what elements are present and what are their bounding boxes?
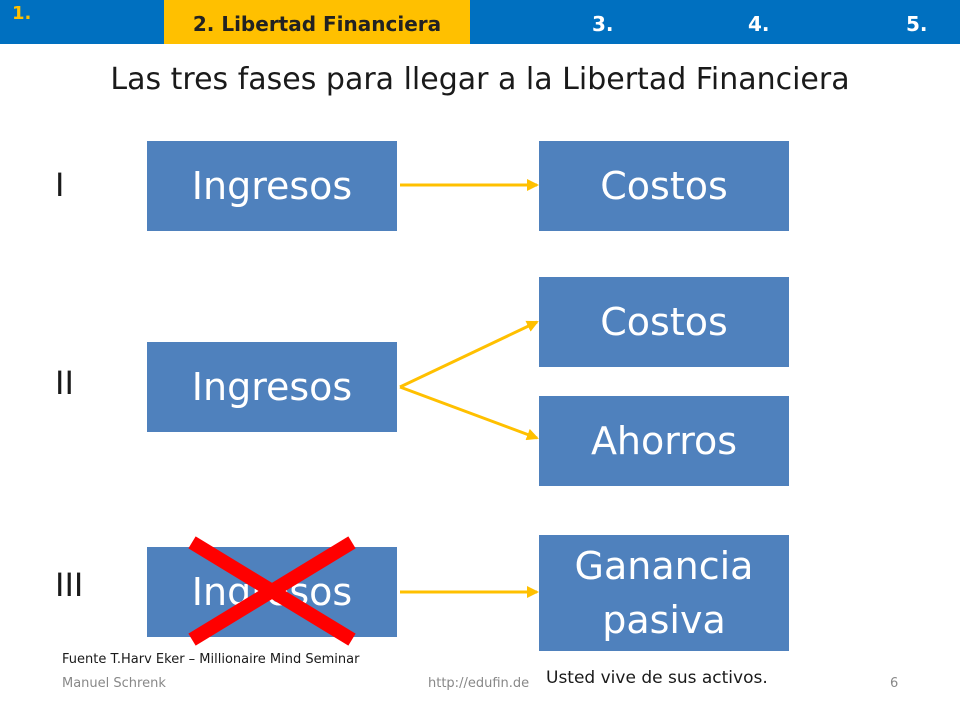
phase-two-savings-text: Ahorros	[590, 419, 738, 463]
phase-three-passive-box: Ganancia pasiva	[539, 535, 789, 651]
nav-item-2-active[interactable]: 2. Libertad Financiera	[164, 0, 470, 44]
phase-two-costs-box: Costos	[539, 277, 789, 367]
phase-two-savings-box: Ahorros	[539, 396, 789, 486]
footer-author: Manuel Schrenk	[62, 676, 166, 691]
slide-title: Las tres fases para llegar a la Libertad…	[110, 62, 850, 97]
nav-item-1[interactable]: 1.	[12, 3, 32, 24]
footer-page-number: 6	[890, 676, 899, 691]
phase-one-income-box: Ingresos	[147, 141, 397, 231]
top-navigation: 1. 2. Libertad Financiera 3. 4. 5.	[0, 0, 960, 44]
source-footnote: Fuente T.Harv Eker – Millionaire Mind Se…	[62, 652, 360, 667]
nav-item-3[interactable]: 3.	[592, 12, 614, 36]
phase-one-costs-text: Costos	[600, 164, 728, 208]
phase-three-passive-text: Ganancia pasiva	[574, 544, 754, 642]
assets-note: Usted vive de sus activos.	[546, 668, 768, 688]
phase-two-costs-text: Costos	[600, 300, 728, 344]
nav-item-5[interactable]: 5.	[906, 12, 928, 36]
phase-two-label: II	[55, 364, 74, 402]
phase-one-label: I	[55, 166, 65, 204]
arrow-phase-two-costs	[399, 320, 539, 389]
phase-three-label: III	[55, 566, 84, 604]
phase-two-income-box: Ingresos	[147, 342, 397, 432]
nav-item-4[interactable]: 4.	[748, 12, 770, 36]
phase-two-income-text: Ingresos	[191, 365, 353, 409]
arrow-phase-two-savings	[399, 385, 539, 441]
phase-three-income-box: Ingresos	[147, 547, 397, 637]
footer-url[interactable]: http://edufin.de	[428, 676, 530, 691]
cross-out-icon	[188, 536, 356, 646]
phase-one-costs-box: Costos	[539, 141, 789, 231]
phase-one-income-text: Ingresos	[191, 164, 353, 208]
